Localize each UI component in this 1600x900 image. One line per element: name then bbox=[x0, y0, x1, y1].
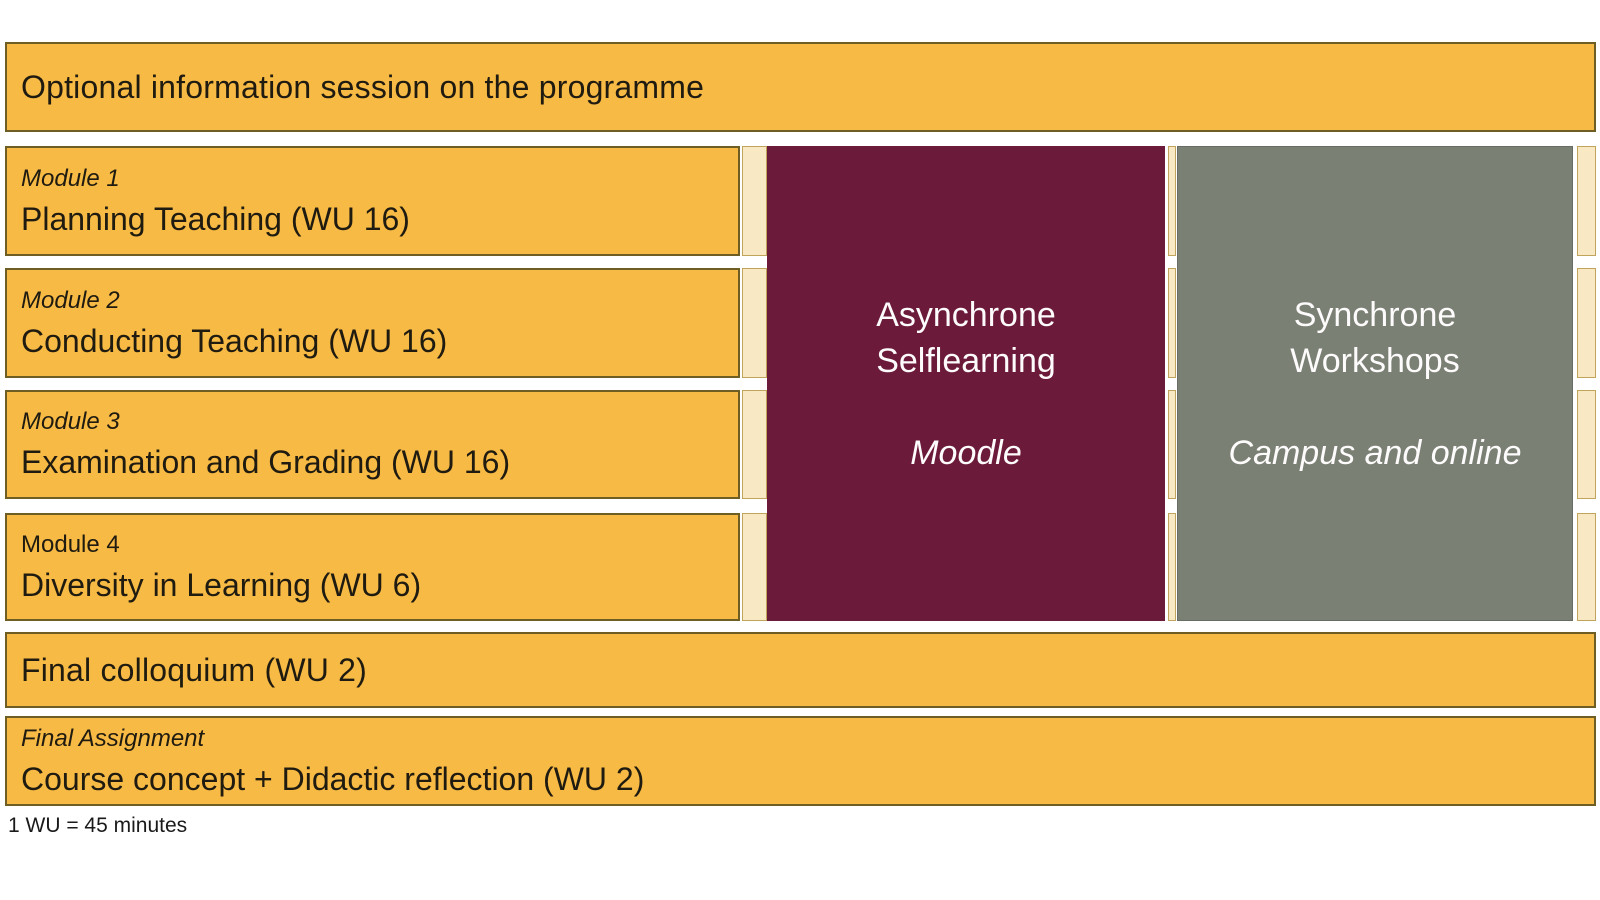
module-4-box: Module 4 Diversity in Learning (WU 6) bbox=[5, 513, 740, 621]
final-assignment-title: Course concept + Didactic reflection (WU… bbox=[21, 760, 645, 797]
transition-strip bbox=[1577, 513, 1596, 621]
synchrone-workshops-box: Synchrone Workshops Campus and online bbox=[1177, 146, 1573, 621]
final-assignment-bar: Final Assignment Course concept + Didact… bbox=[5, 716, 1596, 806]
transition-strip bbox=[1168, 146, 1176, 256]
module-3-box: Module 3 Examination and Grading (WU 16) bbox=[5, 390, 740, 499]
transition-strip bbox=[1577, 390, 1596, 499]
transition-strip bbox=[1577, 268, 1596, 378]
transition-strip bbox=[1168, 513, 1176, 621]
final-assignment-label: Final Assignment bbox=[21, 724, 205, 752]
transition-strip bbox=[1168, 390, 1176, 499]
async-line1: Asynchrone bbox=[876, 295, 1056, 334]
transition-strip bbox=[742, 513, 767, 621]
transition-strip bbox=[1168, 268, 1176, 378]
sync-line1: Synchrone bbox=[1293, 295, 1457, 334]
module-2-box: Module 2 Conducting Teaching (WU 16) bbox=[5, 268, 740, 378]
module-1-title: Planning Teaching (WU 16) bbox=[21, 200, 410, 237]
transition-strip bbox=[742, 146, 767, 256]
final-colloquium-title: Final colloquium (WU 2) bbox=[21, 651, 368, 688]
sync-line2: Workshops bbox=[1290, 341, 1460, 380]
transition-strip bbox=[1577, 146, 1596, 256]
optional-session-label: Optional information session on the prog… bbox=[21, 68, 705, 105]
async-line2: Selflearning bbox=[876, 341, 1056, 380]
final-colloquium-bar: Final colloquium (WU 2) bbox=[5, 632, 1596, 708]
transition-strip bbox=[742, 390, 767, 499]
transition-strip bbox=[742, 268, 767, 378]
module-4-label: Module 4 bbox=[21, 530, 120, 558]
module-3-title: Examination and Grading (WU 16) bbox=[21, 444, 511, 480]
module-3-label: Module 3 bbox=[21, 408, 120, 435]
module-1-label: Module 1 bbox=[21, 164, 120, 192]
module-2-title: Conducting Teaching (WU 16) bbox=[21, 322, 448, 359]
asynchrone-selflearning-box: Asynchrone Selflearning Moodle bbox=[767, 146, 1165, 621]
module-2-label: Module 2 bbox=[21, 286, 120, 314]
module-4-title: Diversity in Learning (WU 6) bbox=[21, 566, 422, 603]
module-1-box: Module 1 Planning Teaching (WU 16) bbox=[5, 146, 740, 256]
async-platform: Moodle bbox=[910, 433, 1022, 472]
optional-session-bar: Optional information session on the prog… bbox=[5, 42, 1596, 132]
wu-definition-note: 1 WU = 45 minutes bbox=[8, 814, 188, 837]
sync-platform: Campus and online bbox=[1228, 433, 1522, 472]
